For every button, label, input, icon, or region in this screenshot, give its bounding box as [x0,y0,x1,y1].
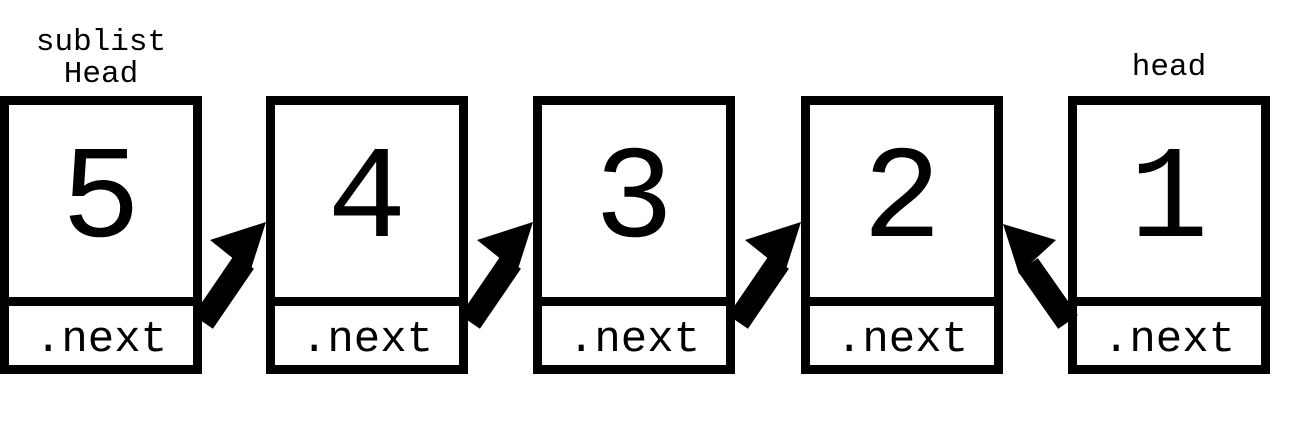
sublist-head-label-line1: sublist [35,25,167,60]
node-divider [542,297,726,306]
arrow-5-to-4 [193,222,266,329]
node-next-field: .next [567,315,701,365]
node-value: 2 [862,126,942,276]
node-divider [9,297,193,306]
list-node-2: 2 .next [801,96,1003,374]
node-next-field: .next [1102,315,1236,365]
list-node-4: 4 .next [266,96,468,374]
node-divider [1077,297,1261,306]
node-value: 5 [61,126,141,276]
head-label: head [1131,50,1207,85]
list-node-1: 1 .next [1068,96,1270,374]
sublist-head-label-line2: Head [63,57,139,92]
node-next-field: .next [835,315,969,365]
node-divider [810,297,994,306]
arrow-3-to-2 [728,222,801,329]
list-node-3: 3 .next [533,96,735,374]
arrow-4-to-3 [460,222,533,329]
list-node-5: 5 .next [0,96,202,374]
node-next-field: .next [300,315,434,365]
sublist-head-label: sublist Head [0,27,202,91]
node-value: 4 [327,126,407,276]
node-next-field: .next [34,315,168,365]
node-divider [275,297,459,306]
arrow-1-to-2 [1003,224,1078,329]
node-value: 3 [594,126,674,276]
node-value: 1 [1129,126,1209,276]
